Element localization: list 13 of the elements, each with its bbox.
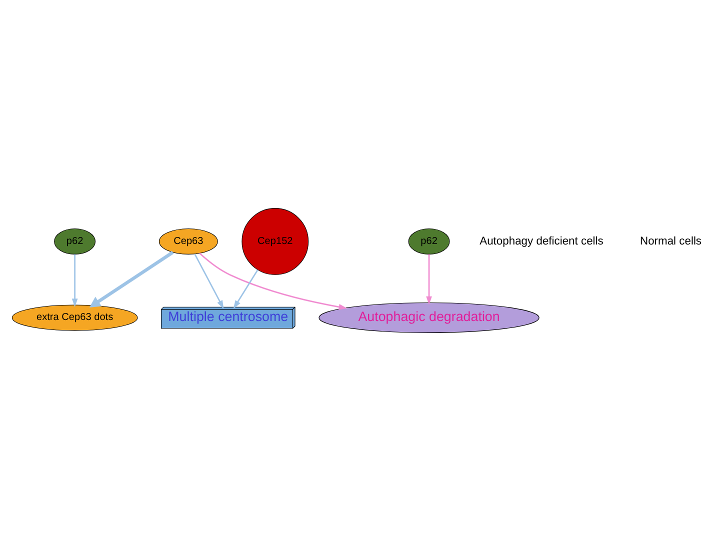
- arrow: [89, 250, 174, 308]
- label: Normal cells: [640, 234, 702, 247]
- node-ellipse: Cep63: [158, 228, 218, 254]
- label: Autophagy deficient cells: [480, 234, 604, 247]
- arrow: [233, 269, 258, 308]
- arrow: [199, 252, 348, 310]
- node-ellipse: p62: [408, 228, 450, 254]
- node-ellipse: p62: [54, 228, 96, 254]
- arrow: [194, 253, 224, 308]
- arrow: [72, 254, 78, 307]
- node-circle: Cep152: [242, 208, 309, 274]
- arrow: [426, 254, 432, 304]
- node-ellipse: extra Cep63 dots: [12, 304, 138, 330]
